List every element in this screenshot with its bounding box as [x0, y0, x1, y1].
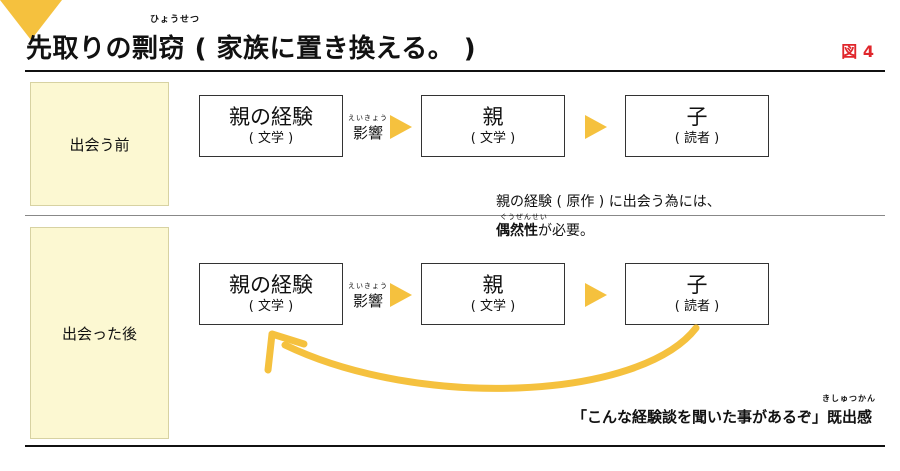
stage-before: 出会う前 [30, 82, 169, 206]
influence-text: 影響 [352, 124, 383, 142]
quote-term: 既出感 [826, 408, 872, 426]
influence-label-after: えいきょう 影響 [348, 282, 388, 311]
node-sub: ( 読者 ) [674, 131, 720, 146]
middle-rule [25, 215, 885, 216]
node-child-before: 子 ( 読者 ) [625, 95, 769, 157]
node-sub: ( 文学 ) [470, 131, 516, 146]
node-parent-before: 親 ( 文学 ) [421, 95, 565, 157]
condition-rest: が必要。 [538, 223, 594, 239]
stage-after: 出会った後 [30, 227, 169, 439]
term-ruby: きしゅつかん [822, 394, 876, 403]
node-main: 親 [482, 273, 504, 297]
node-main: 子 [686, 105, 708, 129]
down-arrow-icon [0, 0, 62, 40]
node-experience-after: 親の経験 ( 文学 ) [199, 263, 343, 325]
node-parent-after: 親 ( 文学 ) [421, 263, 565, 325]
stage-before-label: 出会う前 [69, 135, 130, 154]
bottom-rule [25, 445, 885, 447]
node-sub: ( 読者 ) [674, 299, 720, 314]
figure-label: 図 4 [841, 42, 874, 61]
influence-text: 影響 [352, 292, 383, 310]
node-sub: ( 文学 ) [248, 131, 294, 146]
node-experience-before: 親の経験 ( 文学 ) [199, 95, 343, 157]
node-main: 親 [482, 105, 504, 129]
arc-arrowhead-icon [264, 330, 308, 374]
node-main: 親の経験 [229, 105, 313, 129]
node-main: 親の経験 [229, 273, 313, 297]
arc-path [281, 324, 700, 392]
title-prefix: 先取りの [26, 34, 133, 64]
node-child-after: 子 ( 読者 ) [625, 263, 769, 325]
influence-label-before: えいきょう 影響 [348, 114, 388, 143]
arrow-right-icon [390, 115, 412, 139]
node-sub: ( 文学 ) [248, 299, 294, 314]
page-title: 先取りの剽窃 ( 家族に置き換える。 ) [26, 28, 476, 65]
influence-ruby: えいきょう [348, 282, 388, 290]
quote-caption: 「こんな経験談を聞いた事があるぞ」既出感 [572, 406, 872, 427]
arrow-right-icon [585, 283, 607, 307]
quote-text: 「こんな経験談を聞いた事があるぞ」 [571, 408, 827, 426]
top-rule [25, 70, 885, 72]
stage-after-label: 出会った後 [61, 324, 137, 343]
condition-ruby: ぐうぜんせい [500, 213, 548, 221]
title-paren: ( 家族に置き換える。 ) [185, 34, 477, 64]
condition-line2: 偶然性が必要。 [496, 220, 594, 240]
node-main: 子 [686, 273, 708, 297]
condition-emphasis: 偶然性 [496, 223, 538, 239]
arrow-right-icon [390, 283, 412, 307]
condition-line1: 親の経験 ( 原作 ) に出会う為には、 [496, 194, 721, 210]
influence-ruby: えいきょう [348, 114, 388, 122]
title-ruby: ひょうせつ [150, 15, 201, 25]
arrow-right-icon [585, 115, 607, 139]
title-main: 剽窃 [132, 34, 186, 64]
node-sub: ( 文学 ) [470, 299, 516, 314]
